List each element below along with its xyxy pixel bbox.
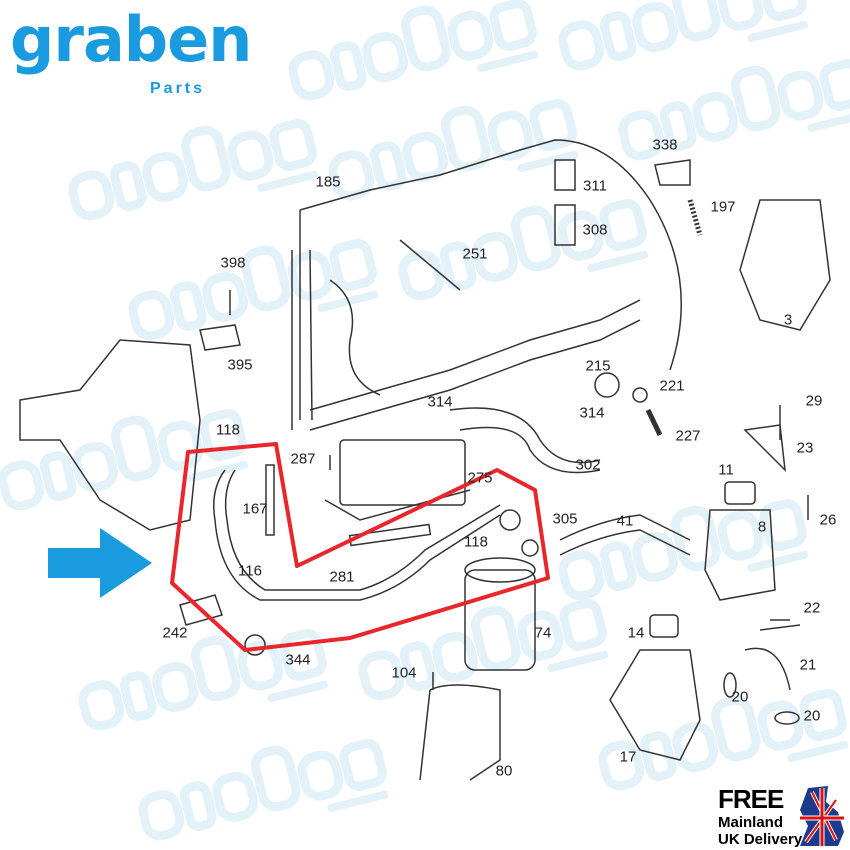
callout-221: 221 (659, 377, 685, 395)
callout-20: 20 (803, 707, 821, 725)
seal-221 (632, 387, 648, 403)
callout-197: 197 (710, 198, 736, 216)
high-pressure-pump (19, 339, 201, 531)
graben-logo: graben (10, 3, 252, 76)
highlight-outline (170, 442, 550, 652)
hose-302 (449, 407, 601, 464)
thermostat-8 (704, 509, 776, 601)
callout-227: 227 (675, 427, 701, 445)
callout-311: 311 (583, 177, 607, 195)
callout-395: 395 (227, 356, 253, 374)
fuel-rail (309, 299, 641, 411)
thermostat-17 (609, 649, 701, 761)
part-167 (265, 464, 275, 536)
callout-22: 22 (803, 599, 821, 617)
callout-215: 215 (585, 357, 611, 375)
filter-housing (339, 439, 466, 506)
callout-281: 281 (329, 568, 355, 586)
arrow-icon (48, 528, 152, 598)
filter-bracket-80 (419, 684, 501, 781)
spring-197 (687, 199, 703, 236)
callout-275: 275 (467, 469, 493, 487)
callout-104: 104 (391, 664, 417, 682)
fuel-line-116 (224, 469, 501, 591)
callout-8: 8 (757, 518, 767, 536)
callout-116: 116 (238, 562, 262, 580)
callout-41: 41 (616, 512, 634, 530)
bolts (329, 405, 809, 690)
callout-23: 23 (796, 439, 814, 457)
callout-251: 251 (462, 245, 488, 263)
gasket-14 (649, 614, 679, 638)
callout-17: 17 (619, 748, 637, 766)
callout-287: 287 (290, 450, 316, 468)
callout-344: 344 (285, 651, 311, 669)
callout-308: 308 (582, 221, 608, 239)
clip-242 (179, 594, 223, 626)
elbow-21 (744, 624, 801, 691)
callout-242: 242 (162, 624, 188, 642)
callout-80: 80 (495, 762, 513, 780)
fitting (521, 539, 539, 557)
bracket-23 (743, 424, 786, 473)
callout-11: 11 (718, 461, 734, 479)
callout-29: 29 (805, 392, 823, 410)
fuel-line-116 (213, 469, 501, 601)
pipe (329, 279, 381, 396)
callout-338: 338 (652, 136, 678, 154)
part-sketches (19, 139, 831, 781)
mainland-label: Mainland (718, 814, 784, 831)
callout-20: 20 (731, 688, 749, 706)
fitting-305 (499, 509, 521, 531)
callout-302: 302 (575, 456, 601, 474)
hose-41 (559, 514, 691, 556)
fuel-filter-top (464, 557, 536, 583)
valve-215 (594, 372, 620, 398)
callout-3: 3 (783, 311, 793, 329)
oring-20 (774, 711, 800, 725)
callout-118: 118 (216, 421, 240, 439)
return-line (299, 139, 682, 371)
callout-167: 167 (242, 500, 268, 518)
callout-314: 314 (427, 393, 453, 411)
callout-74: 74 (534, 624, 552, 642)
clip-338 (654, 159, 691, 186)
thermostat-3 (739, 199, 831, 331)
callout-305: 305 (552, 510, 578, 528)
uk-flag-map-icon (800, 786, 844, 846)
uk-delivery-label: UK Delivery (718, 831, 803, 848)
bracket-251 (399, 239, 461, 291)
pipe (291, 249, 313, 430)
callout-185: 185 (315, 173, 341, 191)
clip-395 (199, 324, 241, 351)
callout-26: 26 (819, 511, 837, 529)
callout-314: 314 (579, 404, 605, 422)
hose-302 (459, 426, 601, 474)
callout-14: 14 (627, 624, 645, 642)
callout-118: 118 (464, 533, 488, 551)
oring-20 (723, 672, 737, 698)
free-label: FREE (718, 784, 784, 814)
clips-311-308 (554, 159, 576, 246)
bolt-227 (645, 408, 663, 437)
gasket-11 (724, 481, 756, 505)
fuel-rail (309, 319, 641, 431)
callout-398: 398 (220, 254, 246, 272)
fuel-filter-74 (464, 569, 536, 671)
free-delivery-badge: FREE Mainland UK Delivery (718, 784, 802, 848)
clamp-344 (244, 634, 266, 656)
graben-logo-sub: Parts (150, 80, 206, 97)
callout-21: 21 (799, 656, 817, 674)
